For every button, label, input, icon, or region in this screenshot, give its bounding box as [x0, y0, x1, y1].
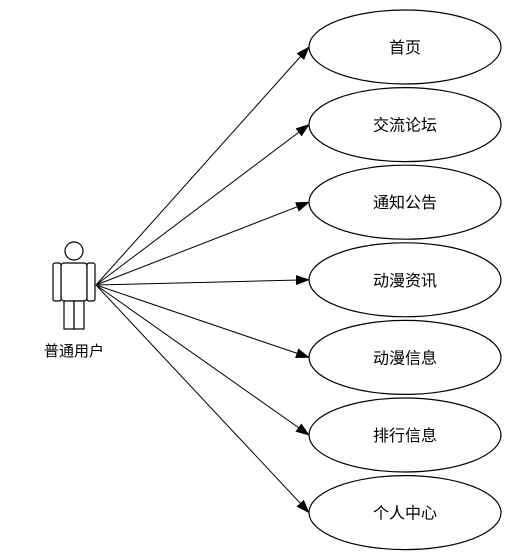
use-case-7-label: 个人中心 — [373, 504, 437, 523]
association-line-5 — [95, 284, 310, 358]
use-case-7: 个人中心 — [308, 474, 502, 551]
use-case-7-ellipse — [308, 474, 502, 551]
use-case-6-ellipse — [308, 397, 502, 473]
use-case-1-ellipse — [308, 9, 502, 85]
association-lines — [95, 46, 310, 514]
use-case-4-label: 动漫资讯 — [373, 271, 437, 290]
actor-left-arm — [52, 262, 62, 302]
actor-right-leg — [73, 300, 85, 330]
association-line-2 — [95, 123, 310, 286]
use-case-4: 动漫资讯 — [308, 242, 502, 318]
use-case-3-label: 通知公告 — [373, 193, 437, 212]
use-case-2: 交流论坛 — [308, 86, 502, 163]
actor-label: 普通用户 — [44, 342, 104, 360]
use-case-5-label: 动漫信息 — [373, 348, 437, 367]
use-case-1-label: 首页 — [389, 38, 421, 57]
use-case-5-ellipse — [308, 319, 502, 395]
association-line-7 — [95, 284, 310, 514]
use-case-3: 通知公告 — [308, 164, 502, 240]
actor-right-arm — [86, 262, 96, 302]
use-case-6: 排行信息 — [308, 397, 502, 473]
association-line-4 — [95, 275, 310, 286]
use-case-3-ellipse — [308, 164, 502, 240]
use-case-1: 首页 — [308, 9, 502, 85]
use-case-2-label: 交流论坛 — [373, 116, 437, 135]
actor-left-leg — [63, 300, 75, 330]
use-case-6-label: 排行信息 — [373, 426, 437, 445]
use-case-2-ellipse — [308, 86, 502, 163]
use-case-5: 动漫信息 — [308, 319, 502, 395]
use-case-4-ellipse — [308, 242, 502, 318]
association-line-3 — [95, 201, 310, 286]
actor-head — [64, 241, 84, 261]
actor-torso — [60, 262, 88, 302]
association-line-6 — [95, 284, 310, 436]
association-line-1 — [95, 46, 310, 286]
actor: 普通用户 — [44, 241, 104, 360]
